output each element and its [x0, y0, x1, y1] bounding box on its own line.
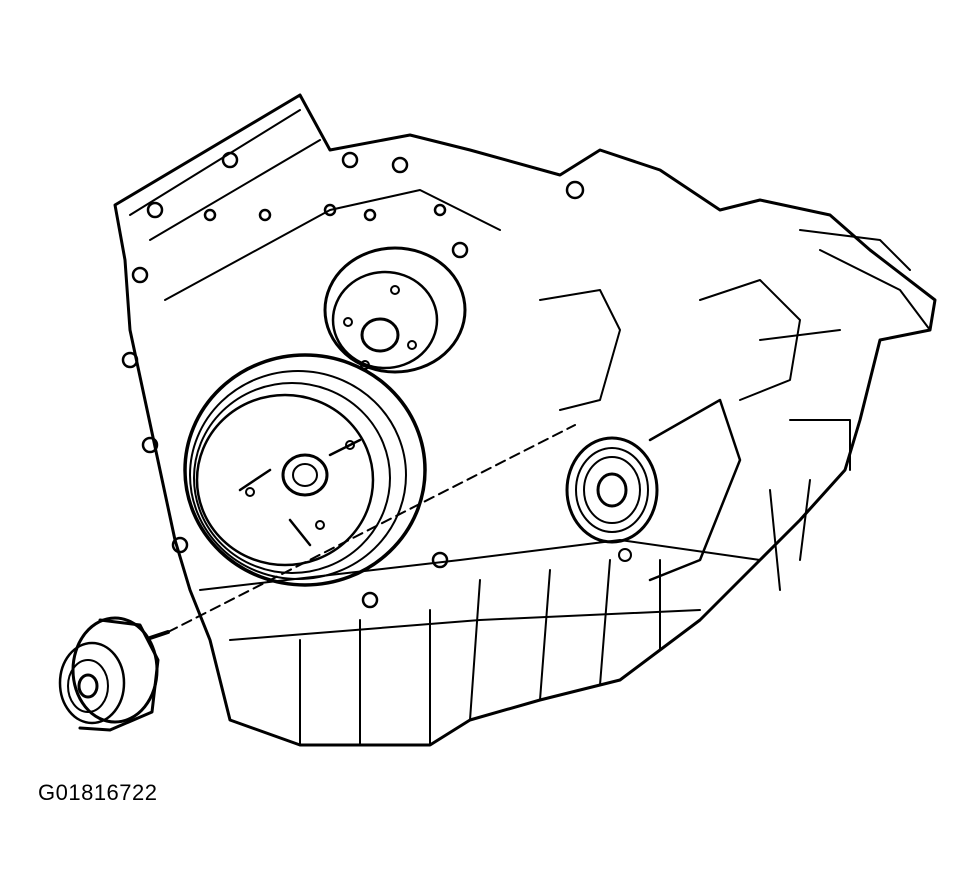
idler-pulley	[58, 616, 170, 732]
figure-id-label: G01816722	[38, 780, 158, 805]
install-guide-line	[167, 424, 576, 633]
water-pump-pulley	[323, 246, 467, 374]
accessory-brackets	[539, 229, 931, 591]
crankshaft-balancer	[183, 353, 427, 587]
engine-block	[113, 93, 937, 747]
cover-bolts	[121, 151, 585, 609]
tensioner-pulley	[565, 398, 742, 582]
